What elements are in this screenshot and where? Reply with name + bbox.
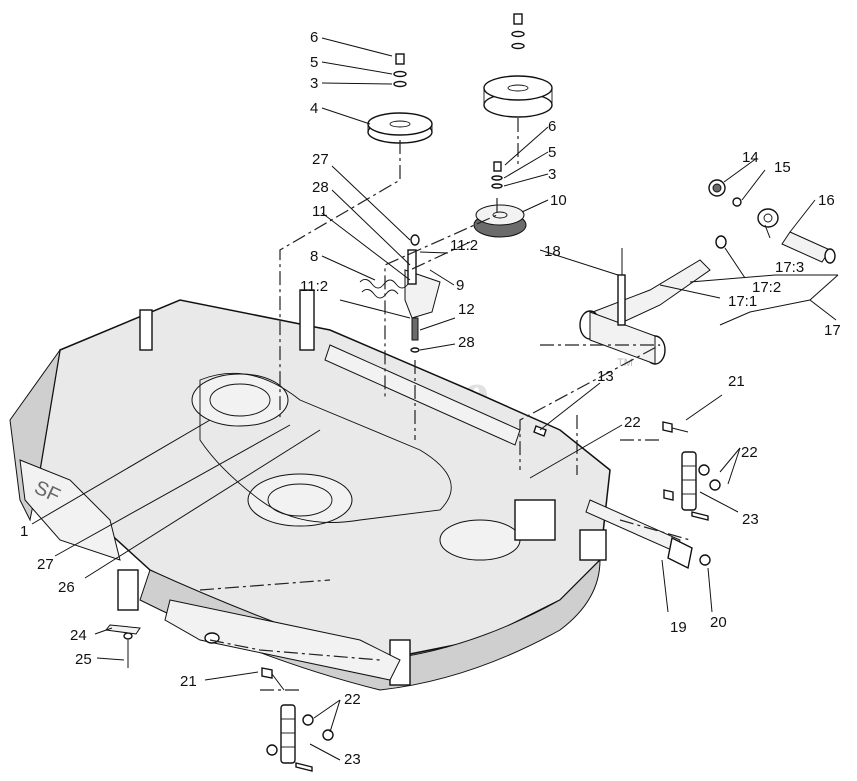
bolt-stack-right-lower — [491, 161, 503, 189]
spring-pulley-10 — [473, 204, 527, 238]
callout-17-1: 17:1 — [728, 293, 757, 310]
pivot-bar-assembly — [579, 248, 711, 365]
pivot-sleeve-16 — [781, 231, 836, 264]
callout-26: 26 — [58, 579, 75, 596]
chain-right — [681, 451, 697, 511]
callout-25: 25 — [75, 651, 92, 668]
spindle-ring-center — [267, 483, 333, 517]
callout-14: 14 — [742, 149, 759, 166]
callout-28-top: 28 — [312, 179, 329, 196]
deck-bracket-4 — [579, 529, 607, 561]
callout-1: 1 — [20, 523, 28, 540]
callout-15: 15 — [774, 159, 791, 176]
callout-22-right: 22 — [741, 444, 758, 461]
right-idler-pulley — [483, 75, 553, 118]
deck-bracket-6 — [117, 569, 139, 611]
callout-9: 9 — [456, 277, 464, 294]
callout-28-mid: 28 — [458, 334, 475, 351]
left-idler-pulley — [367, 112, 433, 144]
callout-17-2: 17:2 — [752, 279, 781, 296]
leader-lines — [31, 37, 839, 761]
bolt-stack-left — [393, 53, 407, 88]
callout-18: 18 — [544, 243, 561, 260]
callout-17: 17 — [824, 322, 841, 339]
callout-6-left: 6 — [310, 29, 318, 46]
spindle-housing-left — [191, 373, 289, 427]
bushing-14 — [708, 179, 726, 197]
callout-20: 20 — [710, 614, 727, 631]
callout-8: 8 — [310, 248, 318, 265]
callout-27-top: 27 — [312, 151, 329, 168]
callout-5-left: 5 — [310, 54, 318, 71]
fasteners-left — [204, 632, 334, 772]
deck-bracket-1 — [139, 309, 153, 351]
deck-label-plate: SF — [19, 459, 121, 561]
callout-22-mid: 22 — [624, 414, 641, 431]
callout-11-2-right: 11:2 — [450, 237, 478, 254]
callout-3-right: 3 — [548, 166, 556, 183]
callout-13: 13 — [597, 368, 614, 385]
callout-23-left: 23 — [344, 751, 361, 768]
phantom-lines — [199, 118, 691, 691]
callout-5-right: 5 — [548, 144, 556, 161]
watermark-trademark: TM — [617, 357, 633, 369]
callout-11-2-left: 11:2 — [300, 278, 328, 295]
callout-21-right: 21 — [728, 373, 745, 390]
pivot-clamp-17-3 — [757, 208, 779, 228]
rear-rail — [324, 344, 521, 446]
callout-16: 16 — [818, 192, 835, 209]
callout-22-left: 22 — [344, 691, 361, 708]
extension-spring — [359, 279, 409, 299]
gauge-wheel-axle-19 — [585, 499, 693, 570]
fasteners-right — [533, 421, 721, 566]
callout-27-bottom: 27 — [37, 556, 54, 573]
callout-3-left: 3 — [310, 75, 318, 92]
callout-12: 12 — [458, 301, 475, 318]
washer-15 — [732, 197, 742, 207]
callout-24: 24 — [70, 627, 87, 644]
spindle-housing-right — [439, 519, 521, 561]
callout-4: 4 — [310, 100, 318, 117]
callout-19: 19 — [670, 619, 687, 636]
spindle-ring-left — [209, 383, 271, 417]
chain-left — [280, 704, 296, 764]
callout-21-left: 21 — [180, 673, 197, 690]
spindle-housing-center — [247, 473, 353, 527]
bolt-25 — [123, 632, 133, 668]
sleeve-17-2 — [715, 235, 727, 249]
mower-deck: SF — [9, 289, 611, 691]
callout-labels: 6 5 3 4 6 5 3 10 27 28 11 11:2 8 9 11:2 … — [20, 29, 841, 768]
bolt-stack-right-top — [511, 13, 525, 50]
belt-channel — [199, 372, 452, 523]
callout-6-right: 6 — [548, 118, 556, 135]
deck-bracket-2 — [299, 289, 315, 351]
callout-10: 10 — [550, 192, 567, 209]
front-baffle — [164, 599, 401, 681]
plate-24 — [105, 624, 141, 635]
deck-bracket-3 — [514, 499, 556, 541]
callout-11: 11 — [312, 203, 328, 220]
callout-17-3: 17:3 — [775, 259, 804, 276]
callout-23-right: 23 — [742, 511, 759, 528]
